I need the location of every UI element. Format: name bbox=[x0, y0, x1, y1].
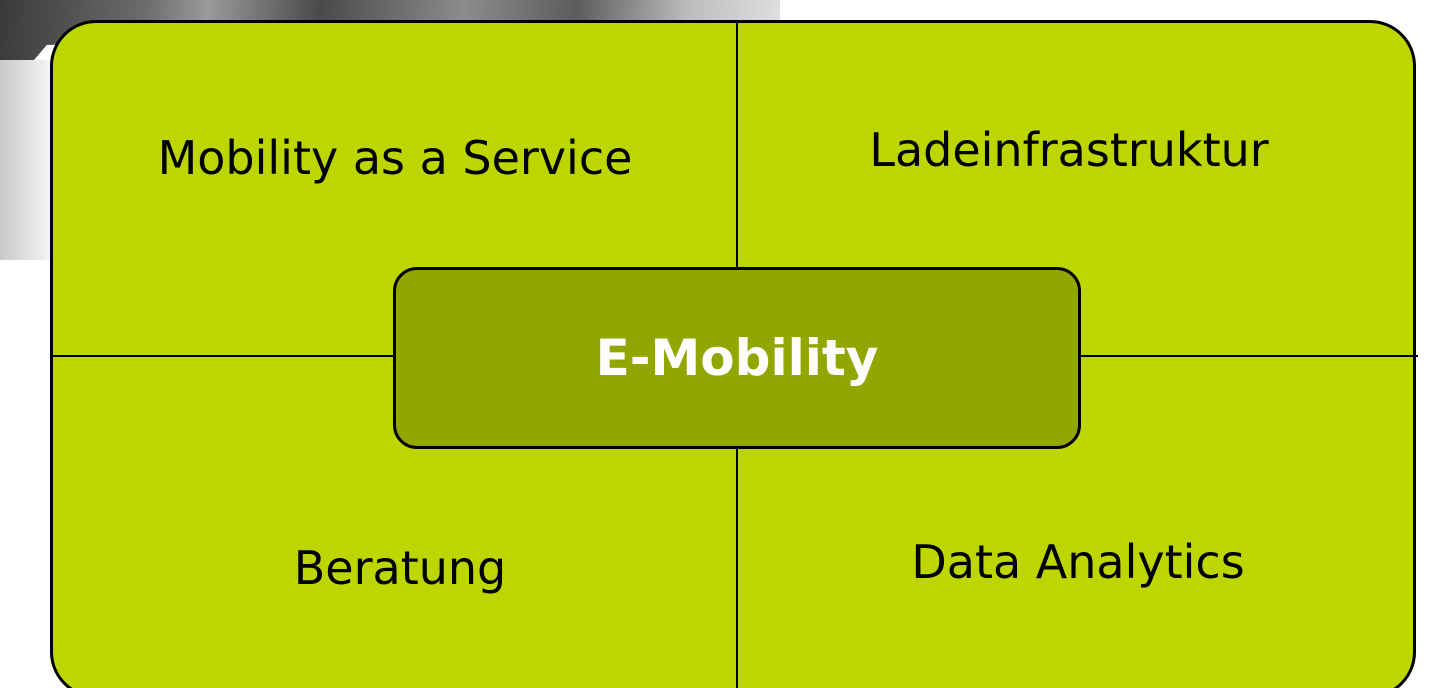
quadrant-ladeinfrastruktur: Ladeinfrastruktur bbox=[869, 123, 1269, 177]
quadrant-data-analytics: Data Analytics bbox=[911, 535, 1245, 589]
divider-vertical-bottom bbox=[736, 447, 738, 688]
quadrant-mobility-as-a-service: Mobility as a Service bbox=[157, 131, 633, 185]
divider-vertical-top bbox=[736, 23, 738, 269]
center-label: E-Mobility bbox=[595, 329, 879, 387]
center-box: E-Mobility bbox=[393, 267, 1081, 449]
emobility-diagram: Mobility as a Service Ladeinfrastruktur … bbox=[50, 20, 1418, 688]
divider-horizontal-left bbox=[53, 355, 395, 357]
quadrant-beratung: Beratung bbox=[293, 541, 507, 595]
divider-horizontal-right bbox=[1078, 355, 1418, 357]
